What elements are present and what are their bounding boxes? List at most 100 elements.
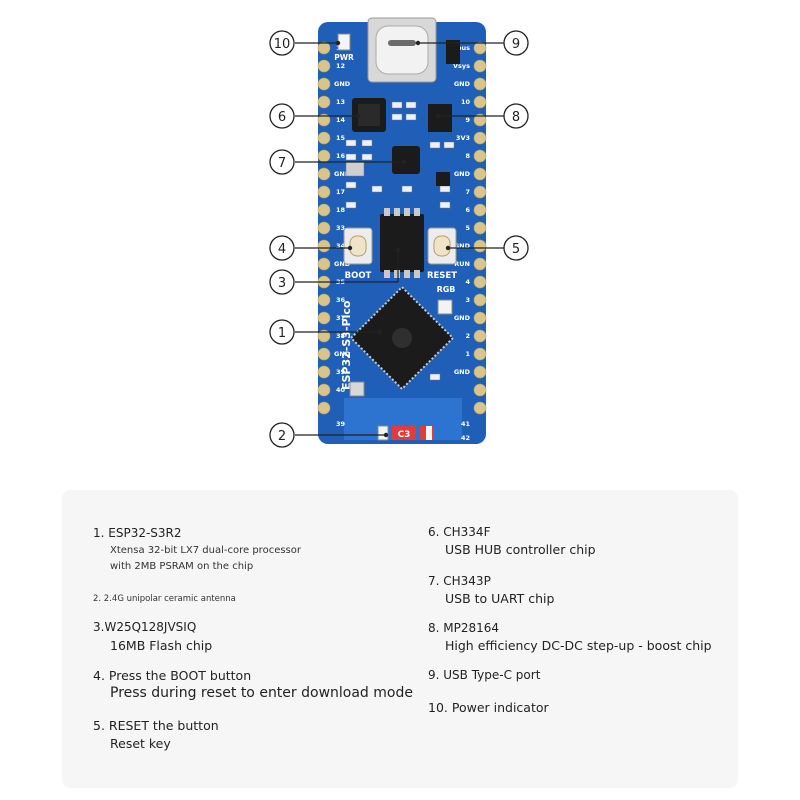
pin-label: GND <box>454 368 471 376</box>
pin-label: 37 <box>336 314 345 322</box>
callout-1: 1 <box>269 319 295 345</box>
legend-item-1: 1. ESP32-S3R2 Xtensa 32-bit LX7 dual-cor… <box>93 526 301 573</box>
pin-label: GND <box>454 170 471 178</box>
pin-label: 17 <box>336 188 345 196</box>
callout-6: 6 <box>269 103 295 129</box>
esp32-chip <box>349 285 455 391</box>
ceramic-antenna: C3 <box>377 425 434 441</box>
legend-item-title: 1. ESP32-S3R2 <box>93 526 182 540</box>
pin-label: GND <box>334 260 351 268</box>
pin-label: 38 <box>336 332 346 340</box>
pin-label: 39 <box>336 420 346 428</box>
boot-label: BOOT <box>345 271 372 281</box>
pin-label: 12 <box>336 62 345 70</box>
legend-item-5: 5. RESET the button Reset key <box>93 718 219 751</box>
legend-item-desc: Reset key <box>110 735 171 751</box>
small-component <box>436 172 450 186</box>
pin-label: GND <box>334 350 351 358</box>
pin-label: GND <box>454 242 471 250</box>
passive-components <box>345 101 455 209</box>
legend-item-2: 2. 2.4G unipolar ceramic antenna <box>93 594 236 605</box>
pin-label: 9 <box>465 116 470 124</box>
rgb-label: RGB <box>437 285 456 294</box>
pin-label: 36 <box>336 296 346 304</box>
pin-label: 3V3 <box>456 134 470 142</box>
pin-label: 14 <box>336 116 346 124</box>
legend-item-title: 7. CH343P <box>428 574 491 588</box>
pin-label: 15 <box>336 134 346 142</box>
legend-item-desc: Press during reset to enter download mod… <box>110 684 413 701</box>
reset-label: RESET <box>427 271 457 281</box>
board-name: ESP32-S3-Pico <box>340 300 353 390</box>
pin-label: GND <box>334 80 351 88</box>
flash-chip <box>380 208 424 278</box>
legend-item-6: 6. CH334F USB HUB controller chip <box>428 525 596 558</box>
legend-item-desc: USB to UART chip <box>445 591 555 606</box>
callout-2: 2 <box>269 422 295 448</box>
callout-3: 3 <box>269 269 295 295</box>
pin-label: 34 <box>336 242 346 250</box>
pin-label: 40 <box>336 386 346 394</box>
board-diagram: 11 12 GND 13 14 15 16 GND 17 18 33 34 GN… <box>269 17 529 448</box>
pin-label: 5 <box>465 224 470 232</box>
legend-item-desc: High efficiency DC-DC step-up - boost ch… <box>445 638 712 653</box>
legend-item-title: 10. Power indicator <box>428 700 549 715</box>
pin-label: 3 <box>465 296 470 304</box>
legend-item-desc: Xtensa 32-bit LX7 dual-core processor <box>110 545 301 556</box>
pin-label: GND <box>454 80 471 88</box>
callout-5: 5 <box>503 235 529 261</box>
legend-item-8: 8. MP28164 High efficiency DC-DC step-up… <box>428 621 712 654</box>
legend-item-3: 3.W25Q128JVSIQ 16MB Flash chip <box>93 620 212 654</box>
legend-item-10: 10. Power indicator <box>428 700 549 716</box>
pin-label: 16 <box>336 152 346 160</box>
pin-label: Vbus <box>452 44 470 52</box>
svg-text:3: 3 <box>278 276 286 291</box>
pin-label: Vsys <box>453 62 470 70</box>
pin-label: 42 <box>461 434 470 442</box>
legend-item-desc: USB HUB controller chip <box>445 542 596 557</box>
pin-label: 41 <box>461 420 471 428</box>
svg-text:2: 2 <box>278 429 286 444</box>
legend-item-desc: with 2MB PSRAM on the chip <box>110 560 254 572</box>
pin-label: RUN <box>454 260 470 268</box>
rgb-led <box>437 299 453 315</box>
reset-button <box>427 227 457 265</box>
pin-label: 4 <box>465 278 470 286</box>
callout-lines <box>295 42 504 436</box>
ch334f-chip <box>352 98 386 132</box>
svg-text:7: 7 <box>278 156 286 171</box>
pin-label: 8 <box>465 152 470 160</box>
passive-component <box>429 373 441 381</box>
pin-label: 2 <box>465 332 470 340</box>
svg-text:8: 8 <box>512 110 520 125</box>
usb-c-port <box>367 17 437 83</box>
legend-item-title: 8. MP28164 <box>428 621 500 635</box>
pin-label: 10 <box>461 98 471 106</box>
callout-9: 9 <box>503 30 529 56</box>
legend-item-title: 2. 2.4G unipolar ceramic antenna <box>93 594 236 604</box>
legend-item-9: 9. USB Type-C port <box>428 668 540 683</box>
svg-text:1: 1 <box>278 326 286 341</box>
pin-label: 33 <box>336 224 345 232</box>
c3-label: C3 <box>398 430 411 440</box>
pin-label: 39 <box>336 368 346 376</box>
pin-label: 7 <box>465 188 470 196</box>
legend-item-title: 5. RESET the button <box>93 718 219 733</box>
callout-4: 4 <box>269 235 295 261</box>
pwr-label: PWR <box>334 53 354 62</box>
svg-text:6: 6 <box>278 110 286 125</box>
svg-text:5: 5 <box>512 242 520 257</box>
pin-label: GND <box>334 170 351 178</box>
svg-text:10: 10 <box>274 37 291 52</box>
callout-8: 8 <box>503 103 529 129</box>
svg-text:9: 9 <box>512 37 520 52</box>
callout-dots <box>335 40 451 438</box>
callout-7: 7 <box>269 149 295 175</box>
ch343p-chip <box>392 146 420 174</box>
legend-item-title: 3.W25Q128JVSIQ <box>93 620 197 634</box>
boot-button <box>343 227 373 265</box>
svg-text:4: 4 <box>278 242 286 257</box>
small-component <box>446 40 460 64</box>
pin-label: 13 <box>336 98 345 106</box>
legend-item-title: 9. USB Type-C port <box>428 668 541 682</box>
